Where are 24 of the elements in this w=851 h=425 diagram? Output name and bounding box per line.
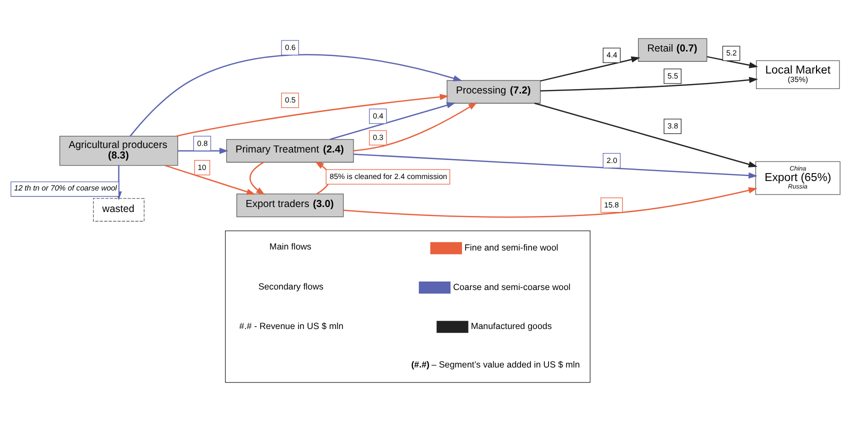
legend-label: Secondary flows (258, 281, 324, 292)
arrow (330, 102, 456, 140)
node-box: Agricultural producers (8.3) (59, 135, 178, 166)
node-box: Export traders (3.0) (236, 193, 344, 217)
arrow (164, 164, 256, 194)
legend-label: Main flows (269, 241, 312, 252)
legend-label: Manufactured goods (470, 320, 552, 331)
legend-label: (#.#) – Segment’s value added in US $ mln (411, 359, 580, 370)
arrow (343, 186, 758, 218)
arrow (706, 56, 758, 68)
arrow (249, 161, 266, 194)
legend-label: Coarse and semi-coarse wool (453, 281, 571, 292)
node-box: wasted (93, 198, 144, 222)
legend-label: #.# - Revenue in US $ mln (239, 320, 344, 330)
arrow (354, 102, 478, 151)
arrow (178, 147, 228, 154)
arrow (130, 54, 462, 136)
node-box: Processing (7.2) (446, 80, 541, 104)
legend-label: Fine and semi-fine wool (464, 242, 558, 252)
arrow (540, 56, 640, 82)
node-box: Retail (0.7) (638, 38, 708, 62)
arrow (540, 76, 758, 91)
node-box (225, 230, 590, 382)
node-box: Primary Treatment (2.4) (226, 138, 354, 162)
